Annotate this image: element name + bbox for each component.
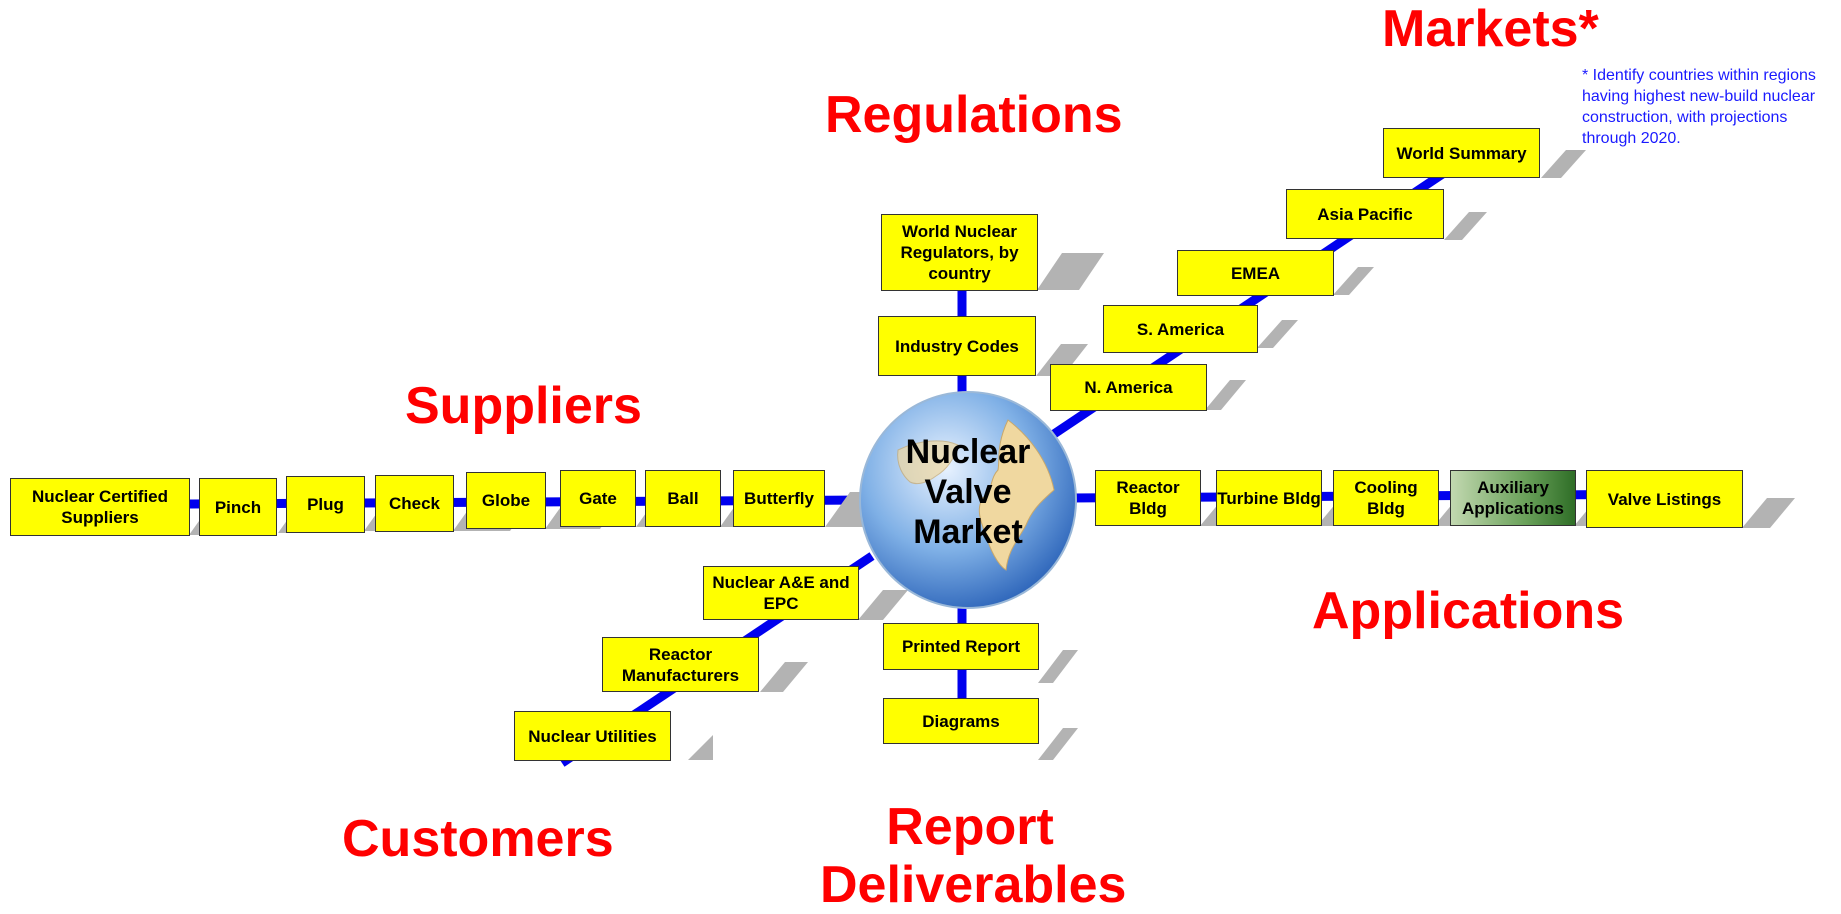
heading-applications: Applications xyxy=(1312,582,1625,640)
heading-regulations: Regulations xyxy=(825,86,1123,144)
box-world-summary[interactable]: World Summary xyxy=(1383,128,1540,178)
markets-note: * Identify countries within regions havi… xyxy=(1582,67,1816,147)
box-reactor-manufacturers[interactable]: Reactor Manufacturers xyxy=(602,637,759,692)
heading-report-line2: Deliverables xyxy=(820,856,1127,914)
box-nuclear-utilities[interactable]: Nuclear Utilities xyxy=(514,711,671,761)
center-title-line2: Valve xyxy=(924,473,1012,511)
center-title-line1: Nuclear xyxy=(905,433,1031,471)
box-n-america[interactable]: N. America xyxy=(1050,364,1207,411)
box-nuclear-ae-epc[interactable]: Nuclear A&E and EPC xyxy=(703,566,859,620)
box-auxiliary-applications[interactable]: Auxiliary Applications xyxy=(1450,470,1576,526)
box-world-nuclear-regulators[interactable]: World Nuclear Regulators, by country xyxy=(881,214,1038,291)
box-globe[interactable]: Globe xyxy=(466,472,546,529)
heading-report-deliverables: Report Deliverables xyxy=(820,798,1127,914)
box-butterfly[interactable]: Butterfly xyxy=(733,470,825,527)
box-pinch[interactable]: Pinch xyxy=(199,478,277,536)
box-plug[interactable]: Plug xyxy=(286,476,365,533)
box-reactor-bldg[interactable]: Reactor Bldg xyxy=(1095,470,1201,526)
heading-suppliers: Suppliers xyxy=(405,377,642,435)
globe-icon xyxy=(858,390,1078,610)
box-gate[interactable]: Gate xyxy=(560,470,636,527)
box-ball[interactable]: Ball xyxy=(645,470,721,527)
box-industry-codes[interactable]: Industry Codes xyxy=(878,316,1036,376)
box-diagrams[interactable]: Diagrams xyxy=(883,698,1039,744)
box-printed-report[interactable]: Printed Report xyxy=(883,623,1039,670)
box-turbine-bldg[interactable]: Turbine Bldg xyxy=(1216,470,1322,526)
heading-report-line1: Report xyxy=(886,798,1054,856)
box-emea[interactable]: EMEA xyxy=(1177,250,1334,296)
heading-markets: Markets* xyxy=(1382,0,1599,58)
heading-customers: Customers xyxy=(342,810,614,868)
box-valve-listings[interactable]: Valve Listings xyxy=(1586,470,1743,528)
center-title-line3: Market xyxy=(913,513,1023,551)
box-nuclear-certified-suppliers[interactable]: Nuclear Certified Suppliers xyxy=(10,478,190,536)
box-check[interactable]: Check xyxy=(375,475,454,532)
box-s-america[interactable]: S. America xyxy=(1103,305,1258,353)
box-cooling-bldg[interactable]: Cooling Bldg xyxy=(1333,470,1439,526)
center-title: Nuclear Valve Market xyxy=(858,432,1078,552)
box-asia-pacific[interactable]: Asia Pacific xyxy=(1286,189,1444,239)
